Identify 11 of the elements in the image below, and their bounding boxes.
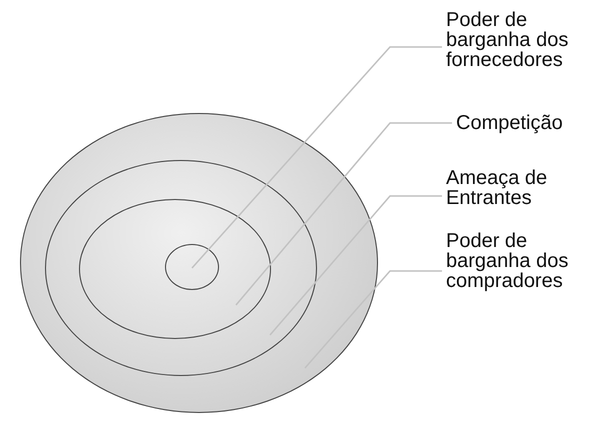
label-text: Poder de barganha dos fornecedores [446,10,606,74]
label-text: Ameaça de Entrantes [446,168,596,212]
leader-line [191,46,442,268]
target-ring [165,244,220,290]
leader-line [235,122,452,306]
leader-line [269,195,442,336]
leader-line [304,270,442,368]
target-ring [79,199,272,340]
label-text: Poder de barganha dos compradores [446,231,606,295]
label-text: Competição [456,113,596,137]
target-ring [44,160,317,376]
